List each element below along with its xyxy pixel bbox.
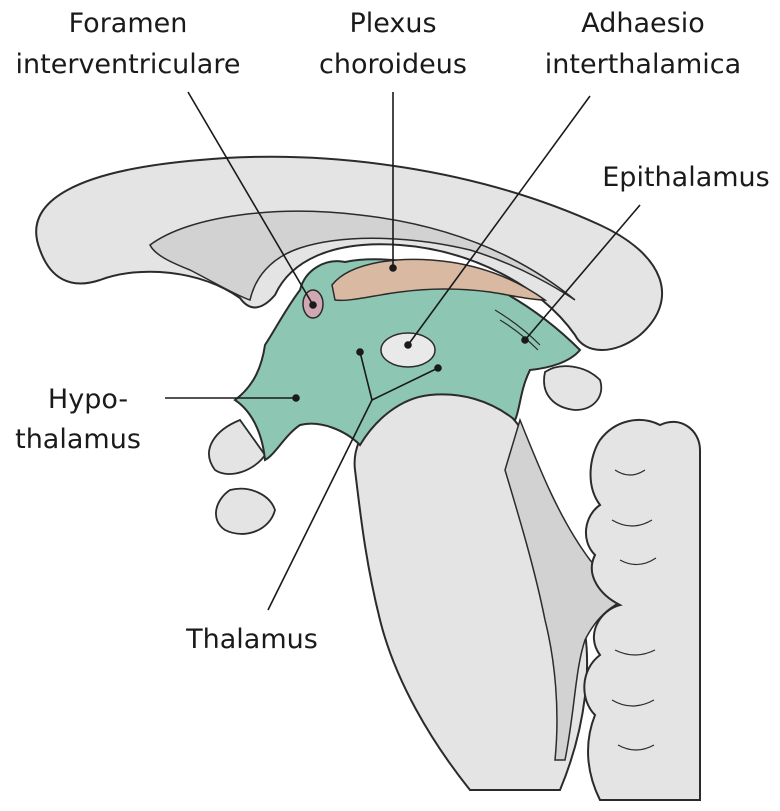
label-adhaesio-line-1: Adhaesio [581,8,705,39]
cerebellum-folia [611,469,657,751]
leader-epithalamus [524,204,641,341]
pineal-gland [543,365,603,411]
label-thalamus: Thalamus [185,624,318,655]
label-plexus-line-2: choroideus [319,49,467,80]
leader-plexus-dot [389,264,397,272]
label-foramen-line-2: interventriculare [16,49,241,80]
label-epithalamus: Epithalamus [602,162,769,193]
hypophysis [208,418,276,535]
leader-foramen [187,91,314,306]
cerebellum [583,419,701,801]
leader-thalamus-dot-2 [434,364,442,372]
leader-hypothalamus-dot [292,394,300,402]
label-hypothalamus: Hypo- thalamus [15,384,141,455]
fourth-ventricle [504,417,643,761]
label-plexus: Plexus choroideus [319,8,467,80]
label-thalamus-line-1: Thalamus [185,624,318,655]
label-foramen: Foramen interventriculare [16,8,241,80]
label-hypothalamus-line-1: Hypo- [48,384,128,415]
leader-adhaesio-dot [404,341,412,349]
leader-thalamus-stem [267,399,373,611]
label-adhaesio-line-2: interthalamica [545,49,741,80]
leader-lines [165,91,641,611]
lateral-ventricle [149,210,576,301]
leader-thalamus-branch-1 [359,351,373,401]
corpus-callosum [35,155,664,351]
leader-foramen-dot [309,301,317,309]
label-adhaesio: Adhaesio interthalamica [545,8,741,80]
epithalamus-lines [494,309,541,351]
label-hypothalamus-line-2: thalamus [15,424,141,455]
leader-adhaesio [407,95,591,346]
leader-epithalamus-dot [521,336,529,344]
label-epithalamus-line-1: Epithalamus [602,162,769,193]
label-foramen-line-1: Foramen [69,8,188,39]
choroid-plexus [331,258,548,302]
leader-thalamus-branch-2 [371,367,439,401]
label-plexus-line-1: Plexus [349,8,436,39]
adhaesio-interthalamica [380,332,436,368]
leader-thalamus-dot-1 [356,348,364,356]
